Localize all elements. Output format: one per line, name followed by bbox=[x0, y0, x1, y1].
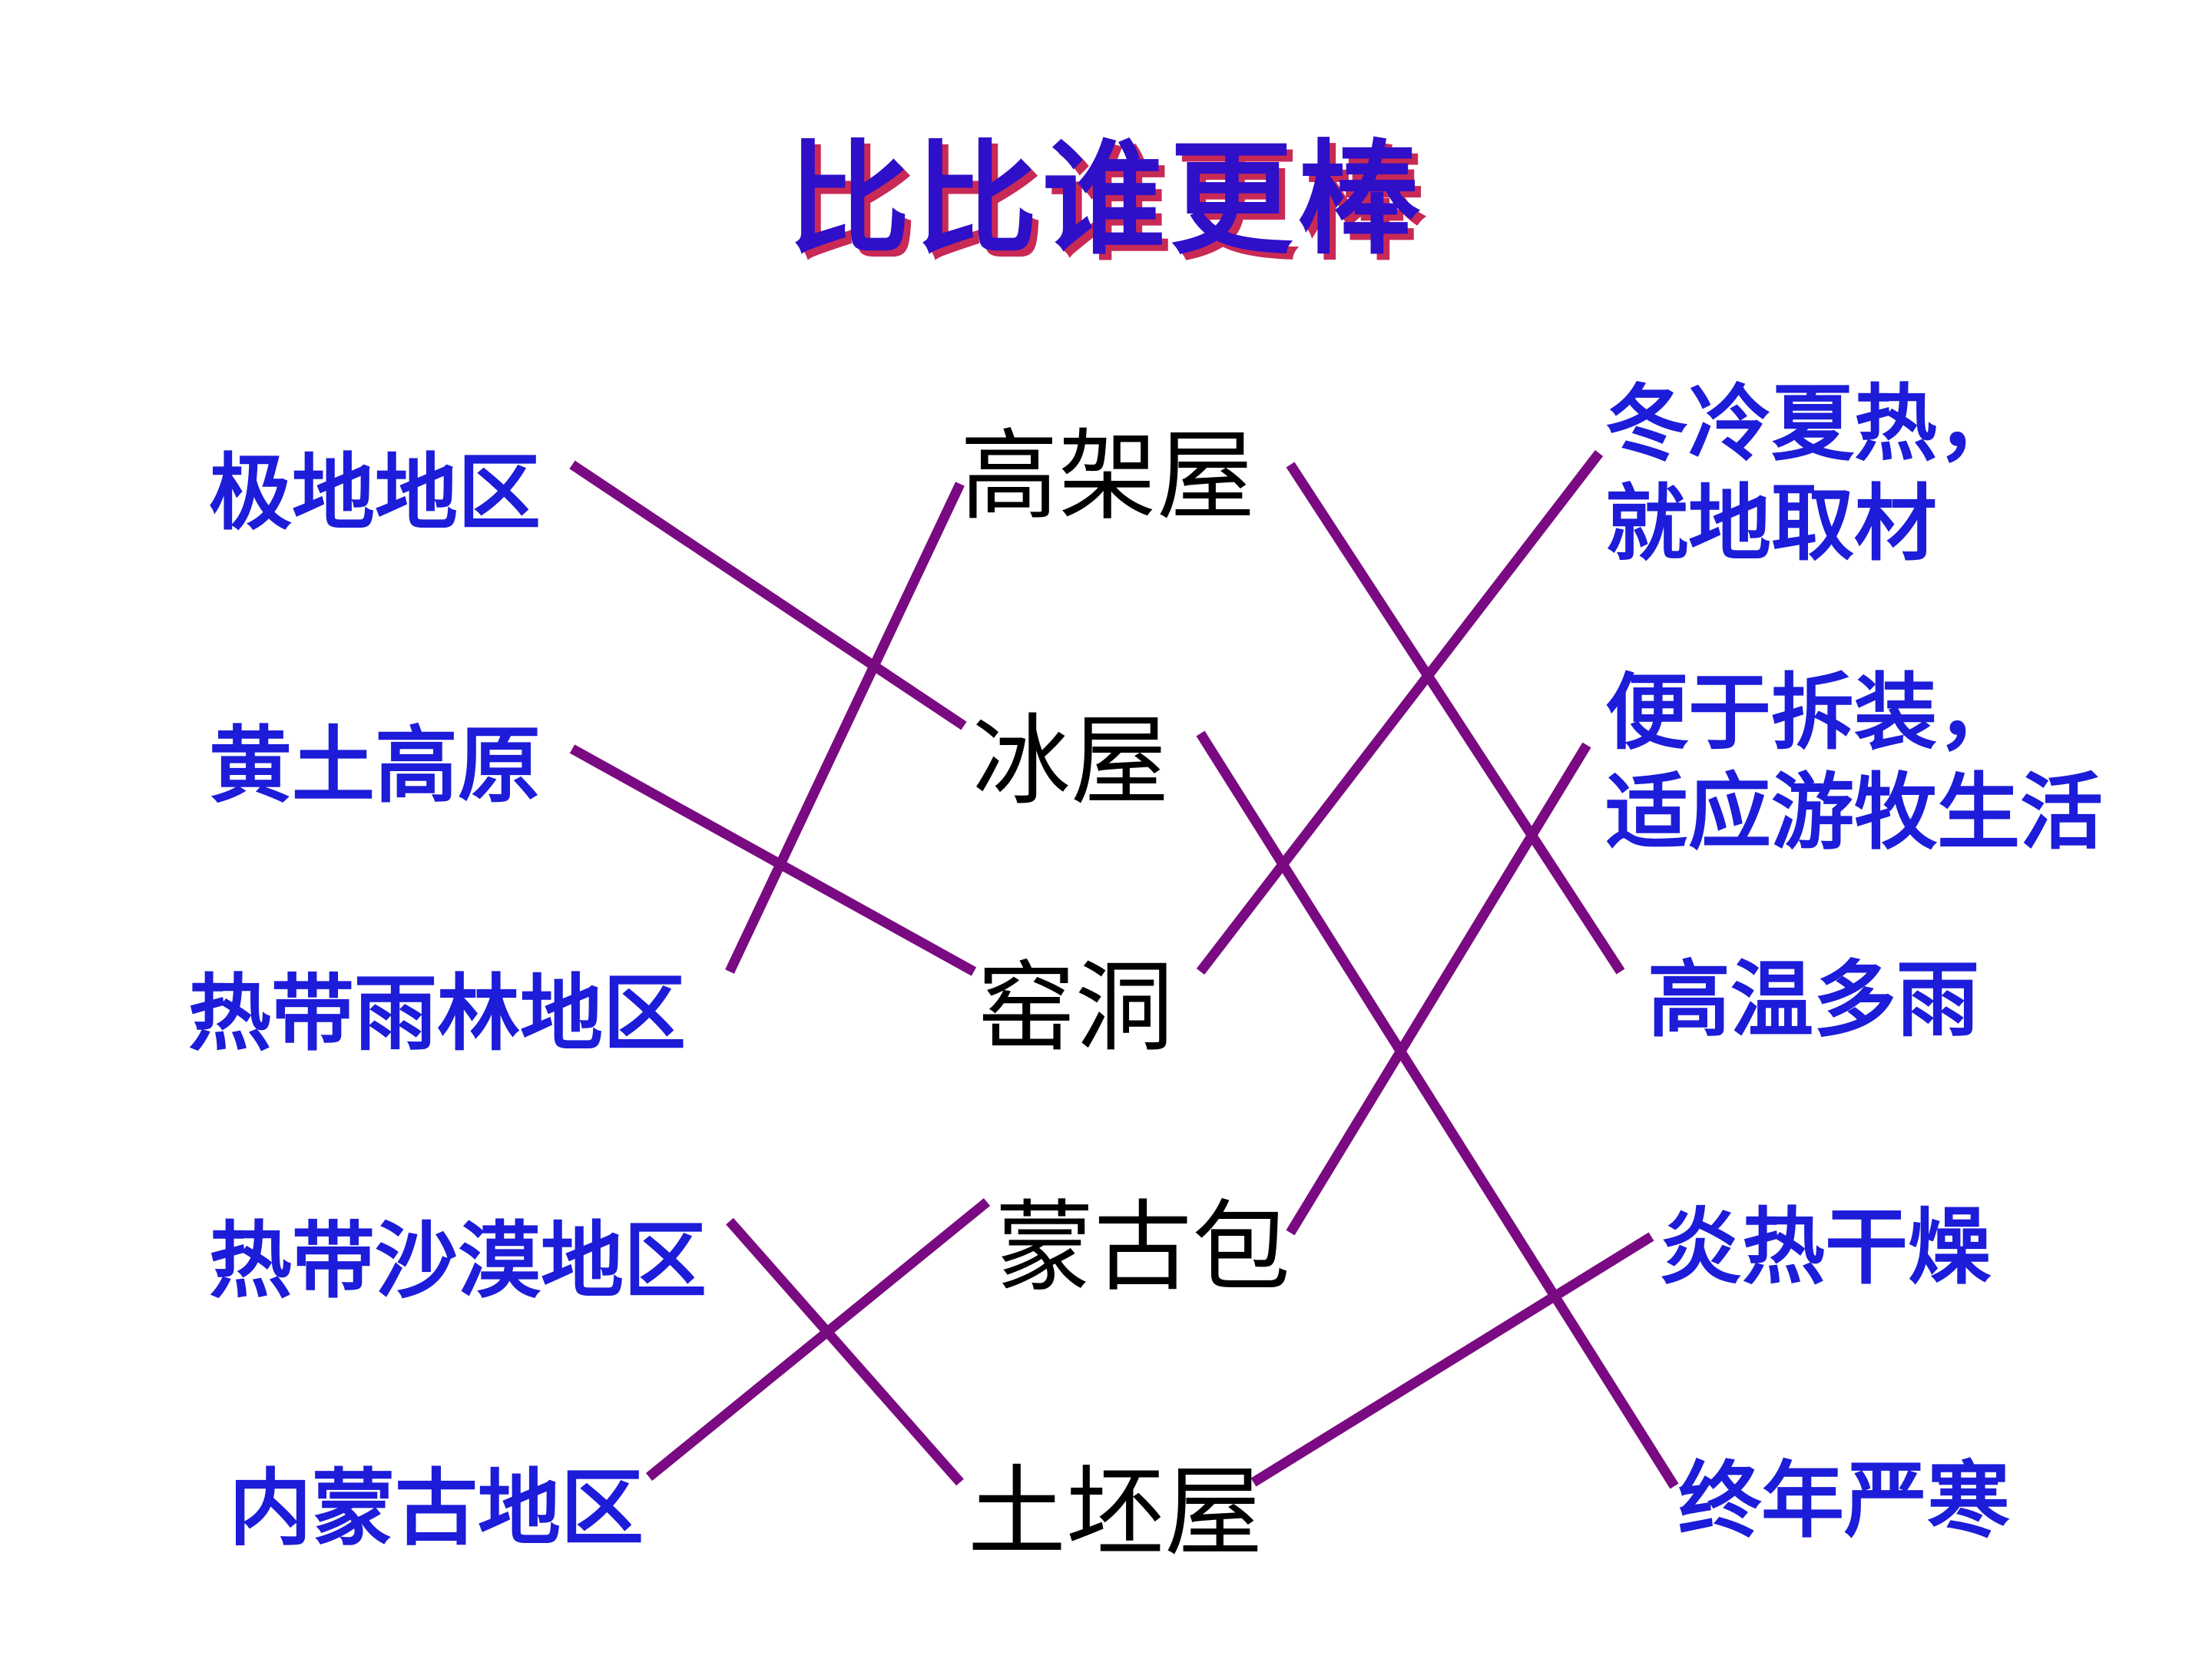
match-line-polar-igloo bbox=[569, 460, 967, 730]
climate-label-hotdry[interactable]: 炎热干燥 bbox=[1659, 1198, 1991, 1298]
region-label-mongolia[interactable]: 内蒙古地区 bbox=[229, 1461, 644, 1557]
house-label-adobe[interactable]: 土坯屋 bbox=[968, 1455, 1263, 1570]
climate-line: 炎热干燥 bbox=[1659, 1200, 1992, 1296]
region-label-rainforest[interactable]: 热带雨林地区 bbox=[188, 966, 687, 1062]
climate-line: 适应游牧生活 bbox=[1605, 764, 2104, 861]
region-label-desert[interactable]: 热带沙漠地区 bbox=[209, 1214, 707, 1310]
climate-label-portable[interactable]: 便于拆装， 适应游牧生活 bbox=[1605, 664, 2103, 863]
climate-label-hotrainy[interactable]: 高温多雨 bbox=[1647, 951, 1979, 1051]
match-line-cave-coldhot bbox=[1196, 450, 1604, 975]
match-line-mongolia-yurt bbox=[645, 1197, 991, 1482]
match-line-desert-adobe bbox=[726, 1217, 964, 1486]
climate-line: 高温多雨 bbox=[1647, 952, 1980, 1048]
climate-label-frozen[interactable]: 终年严寒 bbox=[1678, 1452, 2010, 1551]
house-label-stilt[interactable]: 高架屋 bbox=[960, 419, 1256, 534]
match-line-loess-cave bbox=[569, 744, 977, 976]
climate-line: 冬冷夏热， bbox=[1605, 376, 2021, 472]
house-label-yurt[interactable]: 蒙古包 bbox=[995, 1190, 1291, 1305]
region-label-loess[interactable]: 黄土高原 bbox=[209, 718, 541, 814]
climate-line: 就地取材 bbox=[1605, 475, 1938, 572]
climate-label-coldhot[interactable]: 冬冷夏热， 就地取材 bbox=[1605, 375, 2020, 574]
match-line-adobe-hotdry bbox=[1250, 1232, 1654, 1487]
match-line-yurt-portable bbox=[1286, 742, 1591, 1236]
climate-line: 终年严寒 bbox=[1678, 1453, 2011, 1549]
match-line-stilt-hotrainy bbox=[1286, 462, 1625, 975]
house-label-cave[interactable]: 窑洞 bbox=[977, 951, 1174, 1065]
house-label-igloo[interactable]: 冰屋 bbox=[972, 704, 1170, 819]
slide-title: 比比谁更棒 bbox=[786, 127, 1425, 271]
region-label-polar[interactable]: 极地地区 bbox=[209, 445, 541, 541]
match-line-rainforest-stilt bbox=[725, 482, 965, 974]
match-line-igloo-frozen bbox=[1196, 730, 1679, 1489]
climate-line: 便于拆装， bbox=[1605, 665, 2021, 761]
